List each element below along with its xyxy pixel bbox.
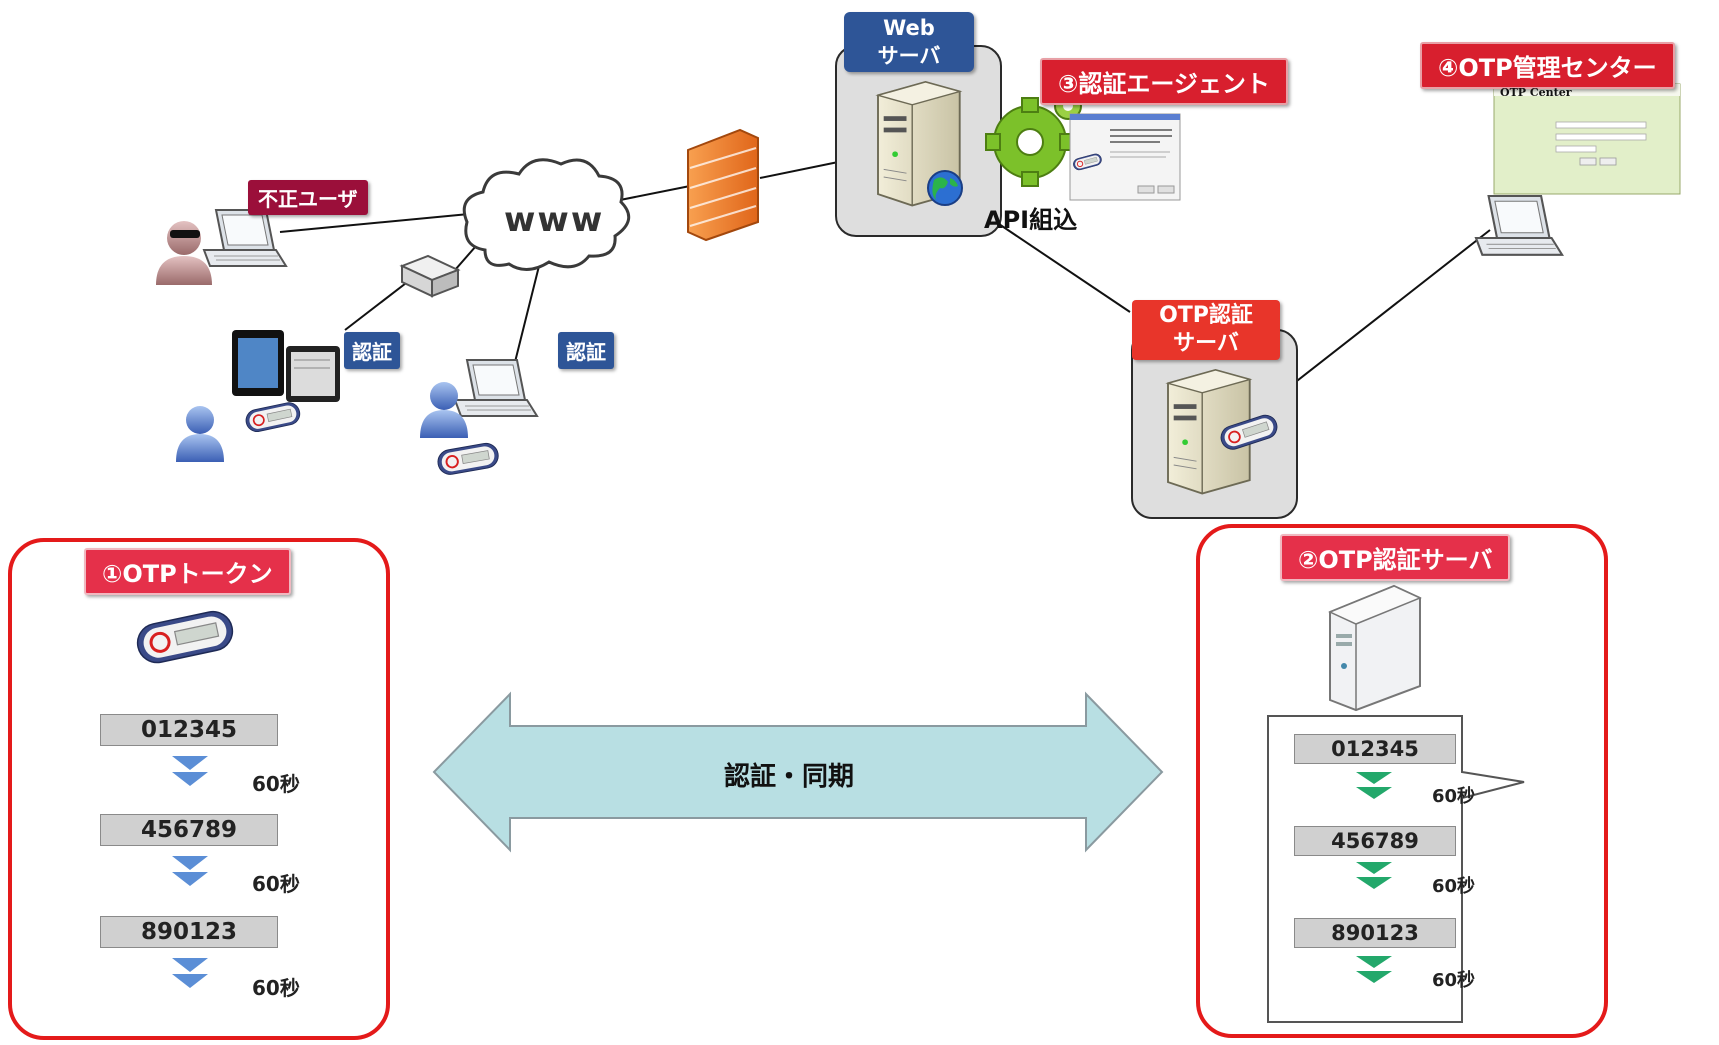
server-code-3: 890123: [1294, 918, 1456, 948]
rogue-user-label: 不正ユーザ: [248, 180, 368, 215]
sync-double-arrow: [432, 691, 1164, 853]
server-panel-title: ②OTP認証サーバ: [1280, 534, 1511, 581]
token-interval-3: 60秒: [252, 976, 300, 1000]
tablet-icon: [232, 330, 340, 402]
token-code-3: 890123: [100, 916, 278, 948]
switch-icon: [399, 254, 461, 298]
server-code-2: 456789: [1294, 826, 1456, 856]
api-embed-label: API組込: [984, 206, 1078, 234]
server-interval-1: 60秒: [1432, 786, 1476, 807]
server-interval-2: 60秒: [1432, 876, 1476, 897]
web-server-label: Web サーバ: [844, 12, 974, 72]
token-code-1: 012345: [100, 714, 278, 746]
server-code-1: 012345: [1294, 734, 1456, 764]
auth-label-right: 認証: [558, 332, 614, 369]
otp-center-label: ④OTP管理センター: [1420, 42, 1675, 89]
rogue-user-icon: [156, 221, 212, 285]
otp-center-window-title: OTP Center: [1500, 86, 1572, 99]
tower-server-icon: [1328, 584, 1422, 712]
otp-center-window: [1493, 83, 1681, 195]
token-interval-1: 60秒: [252, 772, 300, 796]
laptop-icon: [454, 359, 538, 417]
otp-token-icon: [435, 440, 502, 478]
token-panel-title: ①OTPトークン: [84, 548, 291, 595]
laptop-icon: [203, 209, 287, 267]
firewall-icon: [687, 128, 759, 242]
laptop-icon: [1474, 194, 1564, 256]
otp-token-icon: [243, 399, 303, 435]
auth-label-left: 認証: [344, 332, 400, 369]
sync-label: 認証・同期: [724, 762, 855, 792]
user-icon: [176, 406, 224, 462]
token-code-2: 456789: [100, 814, 278, 846]
cloud-label: www: [504, 200, 605, 240]
cloud-icon: [462, 158, 631, 271]
auth-agent-label: ③認証エージェント: [1040, 58, 1288, 105]
token-panel-frame: [8, 538, 390, 1040]
globe-icon: [927, 170, 963, 206]
otp-auth-server-label: OTP認証 サーバ: [1132, 300, 1280, 360]
token-interval-2: 60秒: [252, 872, 300, 896]
server-interval-3: 60秒: [1432, 970, 1476, 991]
